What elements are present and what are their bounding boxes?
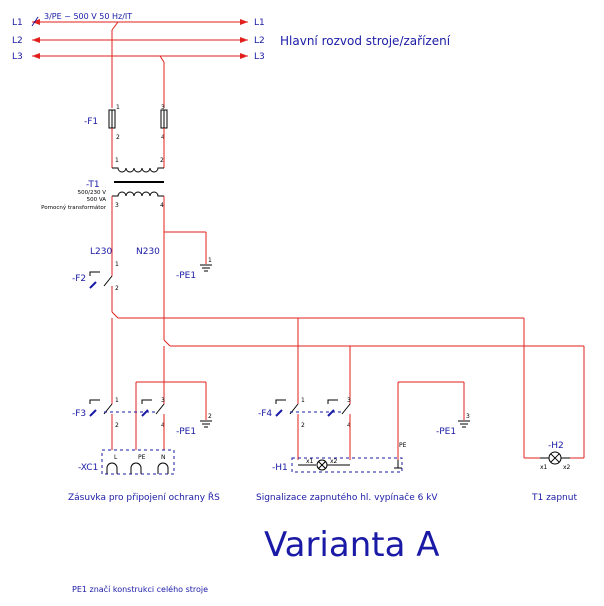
- phase-l1-right: L1: [254, 18, 265, 28]
- h1-caption: Signalizace zapnutého hl. vypínače 6 kV: [256, 492, 438, 503]
- f2-label: -F2: [72, 274, 86, 284]
- variant-title: Varianta A: [264, 525, 440, 565]
- pe1-label-a: -PE1: [176, 271, 196, 281]
- t1-voltage: 500/230 V: [78, 190, 107, 196]
- lamp-h2: x1 x2 -H2: [540, 441, 571, 471]
- h1-pe-label: PE: [399, 442, 407, 449]
- svg-text:1: 1: [301, 397, 305, 404]
- svg-text:x1: x1: [540, 464, 548, 471]
- svg-text:2: 2: [115, 422, 119, 429]
- svg-text:1: 1: [115, 157, 119, 164]
- t1-power: 500 VA: [87, 197, 107, 203]
- svg-text:3: 3: [466, 413, 470, 420]
- l230-label: L230: [90, 247, 112, 257]
- transformer-t1: 1 2 3 4 -T1 500/230 V 500 VA Pomocný tra…: [41, 157, 164, 211]
- phase-l1-left: L1: [12, 18, 23, 28]
- svg-text:1: 1: [208, 257, 212, 264]
- t1-description: Pomocný transformátor: [41, 204, 107, 211]
- svg-text:2: 2: [115, 285, 119, 292]
- t1-label: -T1: [86, 180, 100, 190]
- svg-text:2: 2: [160, 157, 164, 164]
- svg-text:3: 3: [347, 397, 351, 404]
- svg-text:4: 4: [161, 422, 165, 429]
- svg-text:N: N: [161, 454, 166, 461]
- f1-label: -F1: [84, 117, 98, 127]
- svg-text:x1: x1: [306, 458, 314, 465]
- svg-text:x2: x2: [330, 458, 338, 465]
- phase-bus: L1 L2 L3 L1 L2 L3 3/PE ~ 500 V 50 Hz/IT: [12, 12, 265, 62]
- page-title: Hlavní rozvod stroje/zařízení: [280, 34, 451, 48]
- ground-pe1-b: [200, 420, 212, 428]
- breaker-f2: -F2: [72, 271, 113, 289]
- phase-l3-right: L3: [254, 52, 265, 62]
- ground-pe1-a: [200, 264, 212, 272]
- f4-label: -F4: [258, 409, 272, 419]
- svg-text:3: 3: [161, 397, 165, 404]
- svg-text:3: 3: [115, 202, 119, 209]
- fuse-f1: -F1 1 2 3 4: [84, 104, 168, 141]
- ground-pe1-c: [458, 420, 470, 428]
- svg-text:1: 1: [116, 104, 120, 111]
- xc1-label: -XC1: [78, 463, 98, 473]
- svg-text:2: 2: [116, 134, 120, 141]
- h2-caption: T1 zapnut: [531, 493, 577, 503]
- svg-text:4: 4: [347, 422, 351, 429]
- svg-text:3: 3: [161, 104, 165, 111]
- svg-text:2: 2: [208, 413, 212, 420]
- f3-label: -F3: [72, 409, 86, 419]
- n230-label: N230: [136, 247, 160, 257]
- phase-l3-left: L3: [12, 52, 23, 62]
- pe1-label-b: -PE1: [176, 427, 196, 437]
- breaker-f4: -F4 1 2 3 4: [258, 397, 351, 429]
- svg-text:1: 1: [115, 397, 119, 404]
- footnote: PE1 značí konstrukci celého stroje: [72, 584, 208, 594]
- phase-l2-left: L2: [12, 36, 23, 46]
- svg-text:x2: x2: [563, 464, 571, 471]
- phase-l2-right: L2: [254, 36, 265, 46]
- xc1-caption: Zásuvka pro připojení ochrany ŘS: [68, 492, 220, 503]
- network-spec: 3/PE ~ 500 V 50 Hz/IT: [44, 12, 132, 21]
- svg-text:PE: PE: [138, 454, 146, 461]
- h1-label: -H1: [272, 463, 288, 473]
- lamp-h1: x1 x2 -H1: [272, 457, 403, 473]
- svg-text:4: 4: [161, 134, 165, 141]
- svg-text:4: 4: [160, 202, 164, 209]
- socket-xc1: L PE N -XC1: [78, 449, 175, 475]
- h2-label: -H2: [548, 441, 564, 451]
- svg-text:1: 1: [115, 261, 119, 268]
- breaker-f3: -F3 1 2 3 4: [72, 397, 165, 429]
- svg-text:2: 2: [301, 422, 305, 429]
- svg-text:L: L: [114, 454, 118, 461]
- pe1-label-c: -PE1: [436, 427, 456, 437]
